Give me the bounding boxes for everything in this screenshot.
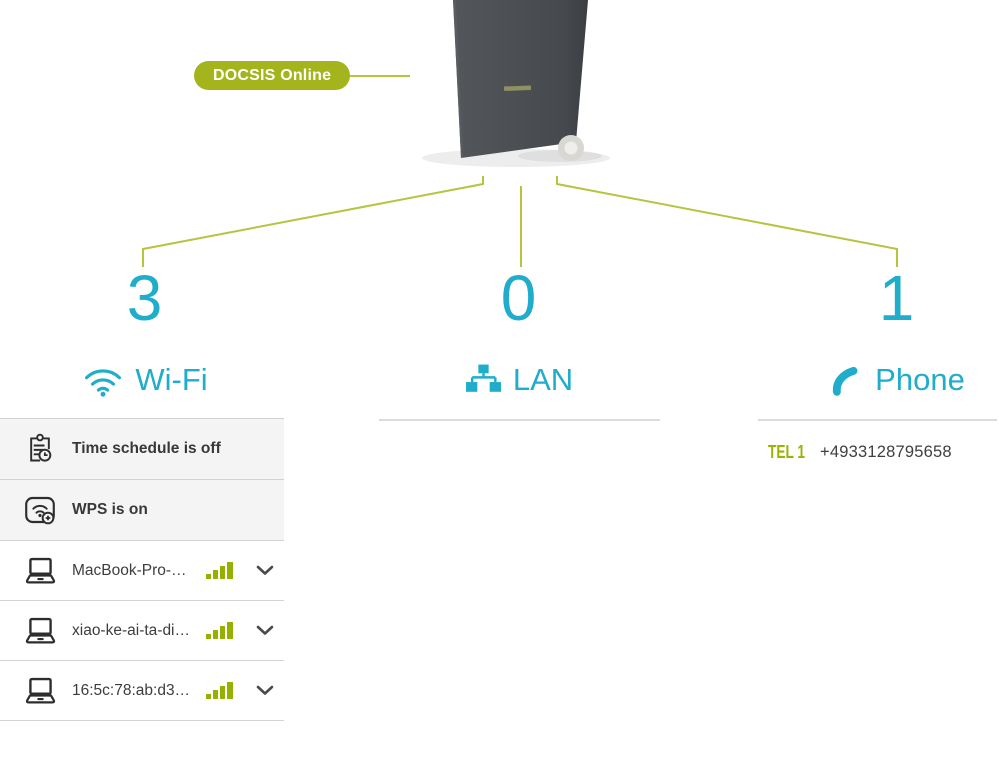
time-schedule-status-label: Time schedule is off [72,440,221,457]
lan-heading-label: LAN [512,362,574,397]
device-logo [503,85,532,91]
laptop-icon [23,557,57,585]
lan-separator [379,419,660,421]
wifi-heading-label: Wi-Fi [135,362,208,397]
wifi-device-row[interactable]: 16:5c:78:ab:d3… [0,661,284,721]
wps-icon [23,494,57,526]
chevron-down-icon[interactable] [256,625,274,636]
wifi-device-name: xiao-ke-ai-ta-di… [72,621,191,639]
time-schedule-icon [23,432,57,466]
lan-count: 0 [500,262,538,334]
device-body [453,0,588,158]
wifi-device-row[interactable]: xiao-ke-ai-ta-di… [0,601,284,661]
wifi-count: 3 [126,262,164,334]
signal-strength-icon [206,682,233,699]
router-device-illustration [142,0,898,267]
laptop-icon [23,617,57,645]
docsis-status-badge: DOCSIS Online [194,61,351,90]
wifi-device-name: MacBook-Pro-… [72,561,187,579]
lan-heading[interactable]: LAN [414,356,624,404]
wifi-device-name: 16:5c:78:ab:d3… [72,681,191,699]
signal-strength-icon [206,622,233,639]
signal-strength-icon [206,562,233,579]
wps-status-row[interactable]: WPS is on [0,480,284,541]
wifi-heading[interactable]: Wi-Fi [40,356,250,404]
wifi-icon [85,368,122,397]
connector-lines [142,75,898,267]
phone-line-port: TEL 1 [768,441,806,462]
phone-separator [758,419,997,421]
phone-line-row: TEL 1 +4933128795658 [768,438,998,466]
phone-count: 1 [878,262,916,334]
laptop-icon [23,677,57,705]
lan-icon [465,364,501,392]
wps-status-label: WPS is on [72,501,148,518]
chevron-down-icon[interactable] [256,685,274,696]
phone-line-number: +4933128795658 [820,442,952,461]
phone-icon [833,366,858,396]
wifi-device-row[interactable]: MacBook-Pro-… [0,541,284,601]
phone-heading-label: Phone [875,362,965,397]
time-schedule-status-row[interactable]: Time schedule is off [0,419,284,480]
chevron-down-icon[interactable] [256,565,274,576]
wifi-panel: Time schedule is off WPS is on [0,418,284,721]
phone-heading[interactable]: Phone [792,356,999,404]
